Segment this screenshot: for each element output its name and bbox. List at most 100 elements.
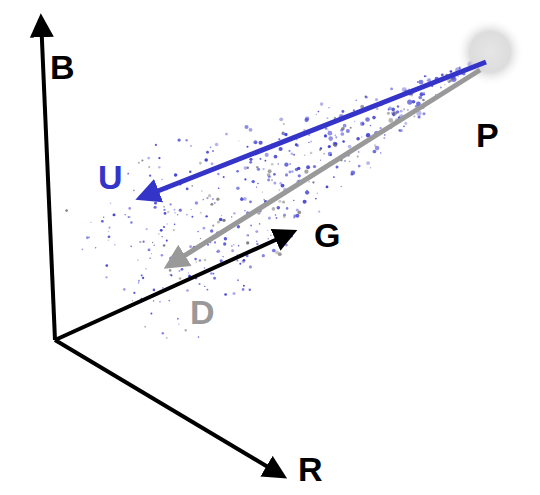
cloud-dot	[256, 240, 257, 241]
cloud-dot	[161, 179, 162, 180]
cloud-dot	[249, 161, 252, 164]
cloud-dot	[341, 110, 344, 113]
cloud-dot	[202, 199, 204, 201]
cloud-dot	[365, 117, 370, 122]
cloud-dot	[284, 163, 288, 167]
cloud-dot	[399, 129, 402, 132]
cloud-dot	[278, 200, 281, 203]
cloud-dot	[440, 87, 442, 89]
cloud-dot	[375, 98, 378, 101]
cloud-dot	[185, 139, 188, 142]
cloud-dot	[205, 215, 207, 217]
cloud-dot	[158, 233, 159, 234]
cloud-dot	[304, 155, 306, 157]
cloud-dot	[173, 229, 175, 231]
cloud-dot	[319, 149, 321, 151]
cloud-dot	[303, 200, 307, 204]
cloud-dot	[174, 209, 176, 211]
d-vector	[168, 70, 480, 266]
cloud-dot	[242, 260, 245, 263]
cloud-dot	[153, 289, 156, 292]
cloud-dot	[262, 254, 265, 257]
cloud-dot	[407, 109, 409, 111]
cloud-dot	[312, 181, 314, 183]
cloud-dot	[219, 218, 222, 221]
cloud-dot	[324, 134, 327, 137]
cloud-dot	[179, 209, 182, 212]
cloud-dot	[417, 81, 419, 83]
cloud-dot	[130, 245, 132, 247]
cloud-dot	[101, 220, 104, 223]
cloud-dot	[328, 145, 331, 148]
cloud-dot	[204, 158, 208, 162]
cloud-dot	[326, 185, 329, 188]
cloud-dot	[213, 277, 216, 280]
cloud-dot	[212, 150, 214, 152]
cloud-dot	[251, 180, 254, 183]
cloud-dot	[149, 187, 152, 190]
cloud-dot	[349, 161, 350, 162]
cloud-dot	[232, 292, 235, 295]
cloud-dot	[271, 163, 274, 166]
cloud-dot	[125, 214, 126, 215]
cloud-dot	[305, 190, 309, 194]
cloud-dot	[249, 128, 253, 132]
cloud-dot	[95, 247, 97, 249]
cloud-dot	[216, 198, 219, 201]
cloud-dot	[403, 125, 405, 127]
cloud-dot	[293, 217, 295, 219]
cloud-dot	[186, 289, 189, 292]
cloud-dot	[169, 269, 172, 272]
cloud-dot	[163, 206, 165, 208]
cloud-dot	[384, 134, 386, 136]
cloud-dot	[169, 274, 171, 276]
cloud-dot	[149, 174, 151, 176]
cloud-dot	[391, 108, 395, 112]
cloud-dot	[197, 231, 199, 233]
cloud-dot	[137, 259, 138, 260]
cloud-dot	[362, 123, 364, 125]
cloud-dot	[328, 152, 332, 156]
cloud-dot	[320, 102, 324, 106]
cloud-dot	[273, 173, 276, 176]
cloud-dot	[420, 92, 424, 96]
cloud-dot	[279, 182, 282, 185]
cloud-dot	[152, 242, 153, 243]
cloud-dot	[206, 197, 208, 199]
cloud-dot	[243, 197, 247, 201]
cloud-dot	[244, 166, 248, 170]
cloud-dot	[336, 165, 339, 168]
axis-label: R	[298, 452, 323, 486]
cloud-dot	[286, 207, 289, 210]
cloud-dot	[164, 212, 167, 215]
cloud-dot	[239, 263, 241, 265]
cloud-dot	[175, 252, 178, 255]
cloud-dot	[103, 217, 104, 218]
cloud-dot	[221, 215, 222, 216]
cloud-dot	[210, 147, 212, 149]
cloud-dot	[310, 140, 312, 142]
cloud-dot	[304, 170, 308, 174]
cloud-dot	[265, 160, 267, 162]
cloud-dot	[170, 203, 172, 205]
cloud-dot	[153, 245, 154, 246]
cloud-dot	[194, 258, 197, 261]
cloud-dot	[108, 231, 109, 232]
cloud-dot	[206, 151, 209, 154]
cloud-dot	[148, 166, 150, 168]
cloud-dot	[333, 176, 335, 178]
cloud-dot	[418, 116, 421, 119]
cloud-dot	[335, 135, 336, 136]
cloud-dot	[222, 219, 225, 222]
cloud-dot	[354, 121, 355, 122]
point-label: P	[476, 118, 499, 152]
cloud-dot	[403, 108, 405, 110]
cloud-dot	[275, 214, 277, 216]
cloud-dot	[189, 245, 192, 248]
cloud-dot	[328, 131, 333, 136]
cloud-dot	[293, 200, 294, 201]
cloud-dot	[199, 162, 202, 165]
cloud-dot	[167, 211, 170, 214]
cloud-dot	[340, 129, 343, 132]
